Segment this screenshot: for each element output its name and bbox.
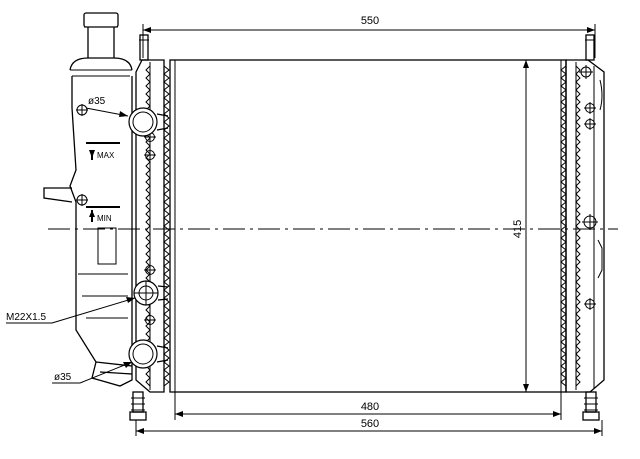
dimension-bottom-560: 560 [135, 418, 603, 436]
max-label: MAX [97, 151, 115, 160]
dimension-550-label: 550 [361, 15, 379, 27]
dimension-415-label: 415 [512, 220, 524, 238]
right-header-tank [565, 34, 605, 421]
callout-upper-diameter: ø35 [85, 96, 129, 117]
drain-thread-label: M22X1.5 [6, 312, 46, 323]
upper-pipe [128, 107, 169, 137]
dimension-bottom-480: 480 [174, 392, 562, 420]
lower-pipe [128, 339, 169, 369]
expansion-tank: MAX MIN [43, 12, 133, 387]
dimension-top-550: 550 [142, 15, 596, 58]
radiator-core [169, 59, 567, 393]
upper-diameter-label: ø35 [88, 96, 106, 107]
left-header-fasteners [144, 131, 156, 326]
dimension-vertical-415: 415 [512, 60, 529, 392]
min-label: MIN [97, 214, 112, 223]
dimension-480-label: 480 [361, 401, 379, 413]
callout-lower-diameter: ø35 [52, 361, 133, 384]
callout-drain-thread: M22X1.5 [6, 297, 136, 324]
dimension-560-label: 560 [361, 418, 379, 430]
lower-diameter-label: ø35 [54, 372, 72, 383]
right-header-teeth [560, 65, 581, 387]
drain-plug [133, 280, 169, 306]
